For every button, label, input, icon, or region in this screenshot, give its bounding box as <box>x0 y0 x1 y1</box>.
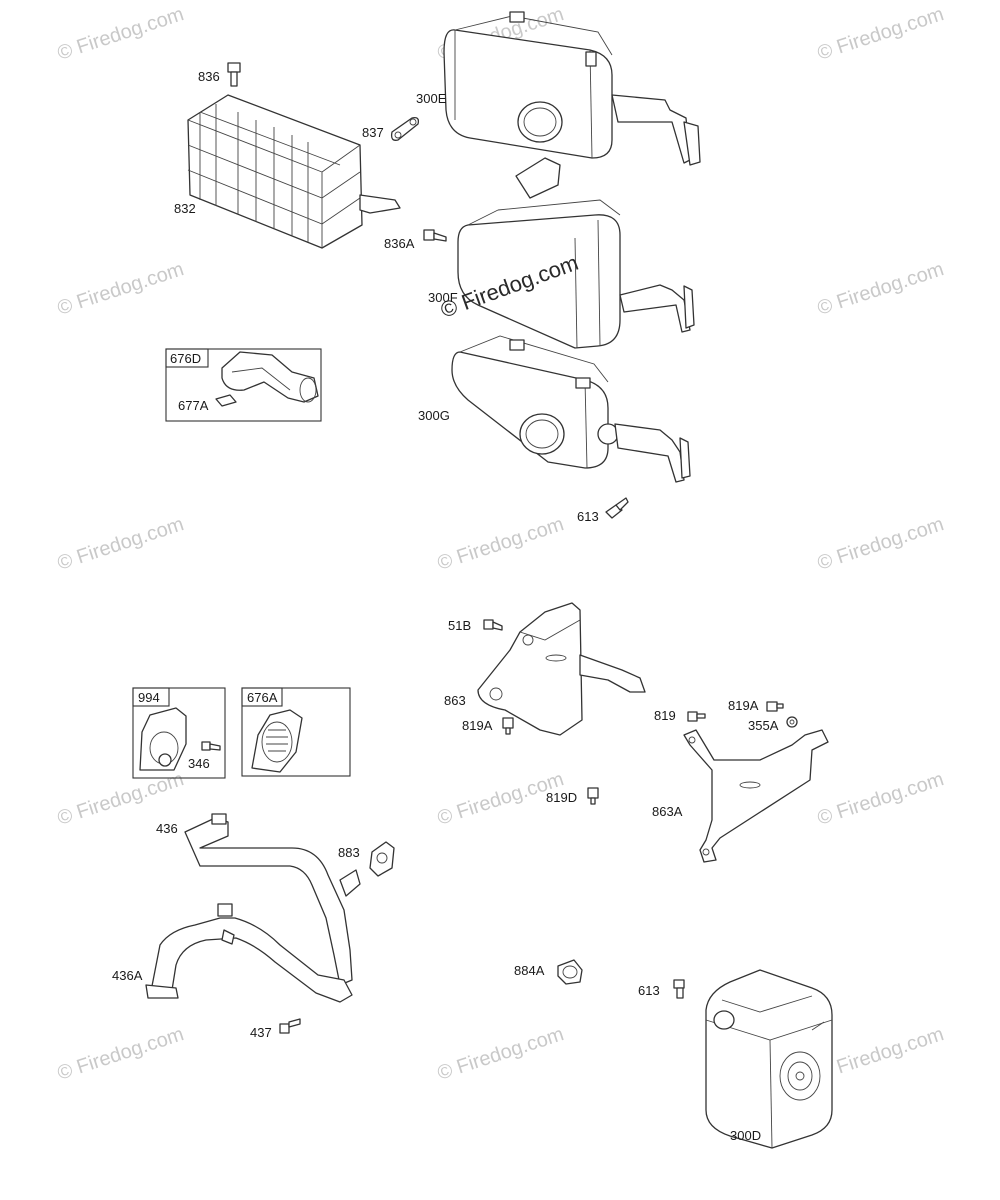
label-436: 436 <box>156 821 178 836</box>
muffler-300D[interactable] <box>705 969 833 1149</box>
label-436A: 436A <box>112 968 143 983</box>
watermark: © Firedog.com <box>815 513 947 575</box>
label-836A: 836A <box>384 236 415 251</box>
watermark: © Firedog.com <box>815 768 947 830</box>
part-box-676A[interactable] <box>241 687 351 777</box>
watermark: © Firedog.com <box>55 3 187 65</box>
bolt-819D[interactable] <box>587 787 599 805</box>
label-832: 832 <box>174 201 196 216</box>
watermark: © Firedog.com <box>815 258 947 320</box>
label-863: 863 <box>444 693 466 708</box>
bolt-613-upper[interactable] <box>605 497 629 519</box>
label-437: 437 <box>250 1025 272 1040</box>
label-836: 836 <box>198 69 220 84</box>
label-819A-left: 819A <box>462 718 493 733</box>
label-300D: 300D <box>730 1128 761 1143</box>
label-819: 819 <box>654 708 676 723</box>
label-837: 837 <box>362 125 384 140</box>
label-819A-right: 819A <box>728 698 759 713</box>
label-819D: 819D <box>546 790 577 805</box>
part-labels: 836 300E 837 832 836A 300F 676D 677A 300… <box>112 69 779 1143</box>
watermark: © Firedog.com <box>435 1023 567 1085</box>
part-box-676D[interactable] <box>165 348 322 422</box>
gasket-883[interactable] <box>369 841 395 877</box>
bolt-613-lower[interactable] <box>673 979 685 999</box>
bracket-863A[interactable] <box>683 729 829 863</box>
part-box-994[interactable] <box>132 687 226 779</box>
watermark: © Firedog.com <box>55 1023 187 1085</box>
bolt-836A[interactable] <box>423 229 447 242</box>
watermark: © Firedog.com <box>55 258 187 320</box>
watermark: © Firedog.com <box>55 513 187 575</box>
bolt-819[interactable] <box>687 711 706 722</box>
exhaust-pipe-436[interactable] <box>184 813 361 986</box>
label-300G: 300G <box>418 408 450 423</box>
watermark: © Firedog.com <box>435 513 567 575</box>
screw-346[interactable] <box>201 741 221 751</box>
label-994: 994 <box>138 690 160 705</box>
bolt-51B[interactable] <box>483 619 503 631</box>
heat-shield-832[interactable] <box>187 94 401 249</box>
muffler-300E[interactable] <box>443 11 701 166</box>
label-676A: 676A <box>247 690 278 705</box>
watermark-layer: © Firedog.com © Firedog.com © Firedog.co… <box>55 3 947 1085</box>
label-883: 883 <box>338 845 360 860</box>
bracket-863[interactable] <box>477 602 646 736</box>
bolt-836[interactable] <box>227 62 241 87</box>
bolt-819A-right[interactable] <box>766 701 784 712</box>
clamp-884A[interactable] <box>557 959 583 985</box>
bolt-437[interactable] <box>279 1018 301 1034</box>
exhaust-pipe-436A[interactable] <box>145 903 353 1003</box>
label-676D: 676D <box>170 351 201 366</box>
label-613-upper: 613 <box>577 509 599 524</box>
label-346: 346 <box>188 756 210 771</box>
watermark: © Firedog.com <box>815 1023 947 1085</box>
label-355A: 355A <box>748 718 779 733</box>
muffler-300G[interactable] <box>451 335 691 483</box>
muffler-300F[interactable] <box>457 157 695 349</box>
label-677A: 677A <box>178 398 209 413</box>
label-51B: 51B <box>448 618 471 633</box>
washer-355A[interactable] <box>786 716 798 728</box>
watermark: © Firedog.com <box>815 3 947 65</box>
label-884A: 884A <box>514 963 545 978</box>
label-300F: 300F <box>428 290 458 305</box>
label-300E: 300E <box>416 91 447 106</box>
label-613-lower: 613 <box>638 983 660 998</box>
gasket-837[interactable] <box>390 116 420 141</box>
label-863A: 863A <box>652 804 683 819</box>
bolt-819A-left[interactable] <box>502 717 514 735</box>
